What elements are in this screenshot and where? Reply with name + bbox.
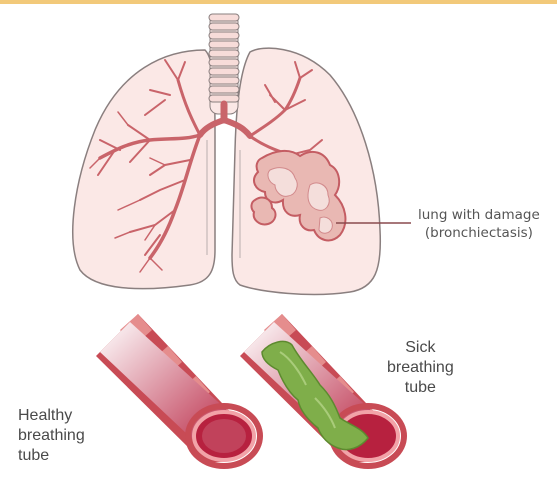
damage-label: lung with damage (bronchiectasis)	[418, 206, 540, 242]
damage-label-line-1: lung with damage	[418, 206, 540, 224]
sick-label-line-3: tube	[387, 378, 454, 398]
sick-breathing-tube	[240, 314, 404, 466]
healthy-label-line-2: breathing	[18, 426, 85, 446]
healthy-label-line-1: Healthy	[18, 406, 85, 426]
damage-label-line-2: (bronchiectasis)	[418, 224, 540, 242]
healthy-breathing-tube	[96, 314, 260, 466]
trachea	[209, 14, 239, 114]
healthy-label-line-3: tube	[18, 446, 85, 466]
sick-tube-label: Sick breathing tube	[387, 338, 454, 398]
left-lung	[73, 50, 215, 289]
healthy-tube-label: Healthy breathing tube	[18, 406, 85, 466]
sick-label-line-1: Sick	[387, 338, 454, 358]
sick-label-line-2: breathing	[387, 358, 454, 378]
